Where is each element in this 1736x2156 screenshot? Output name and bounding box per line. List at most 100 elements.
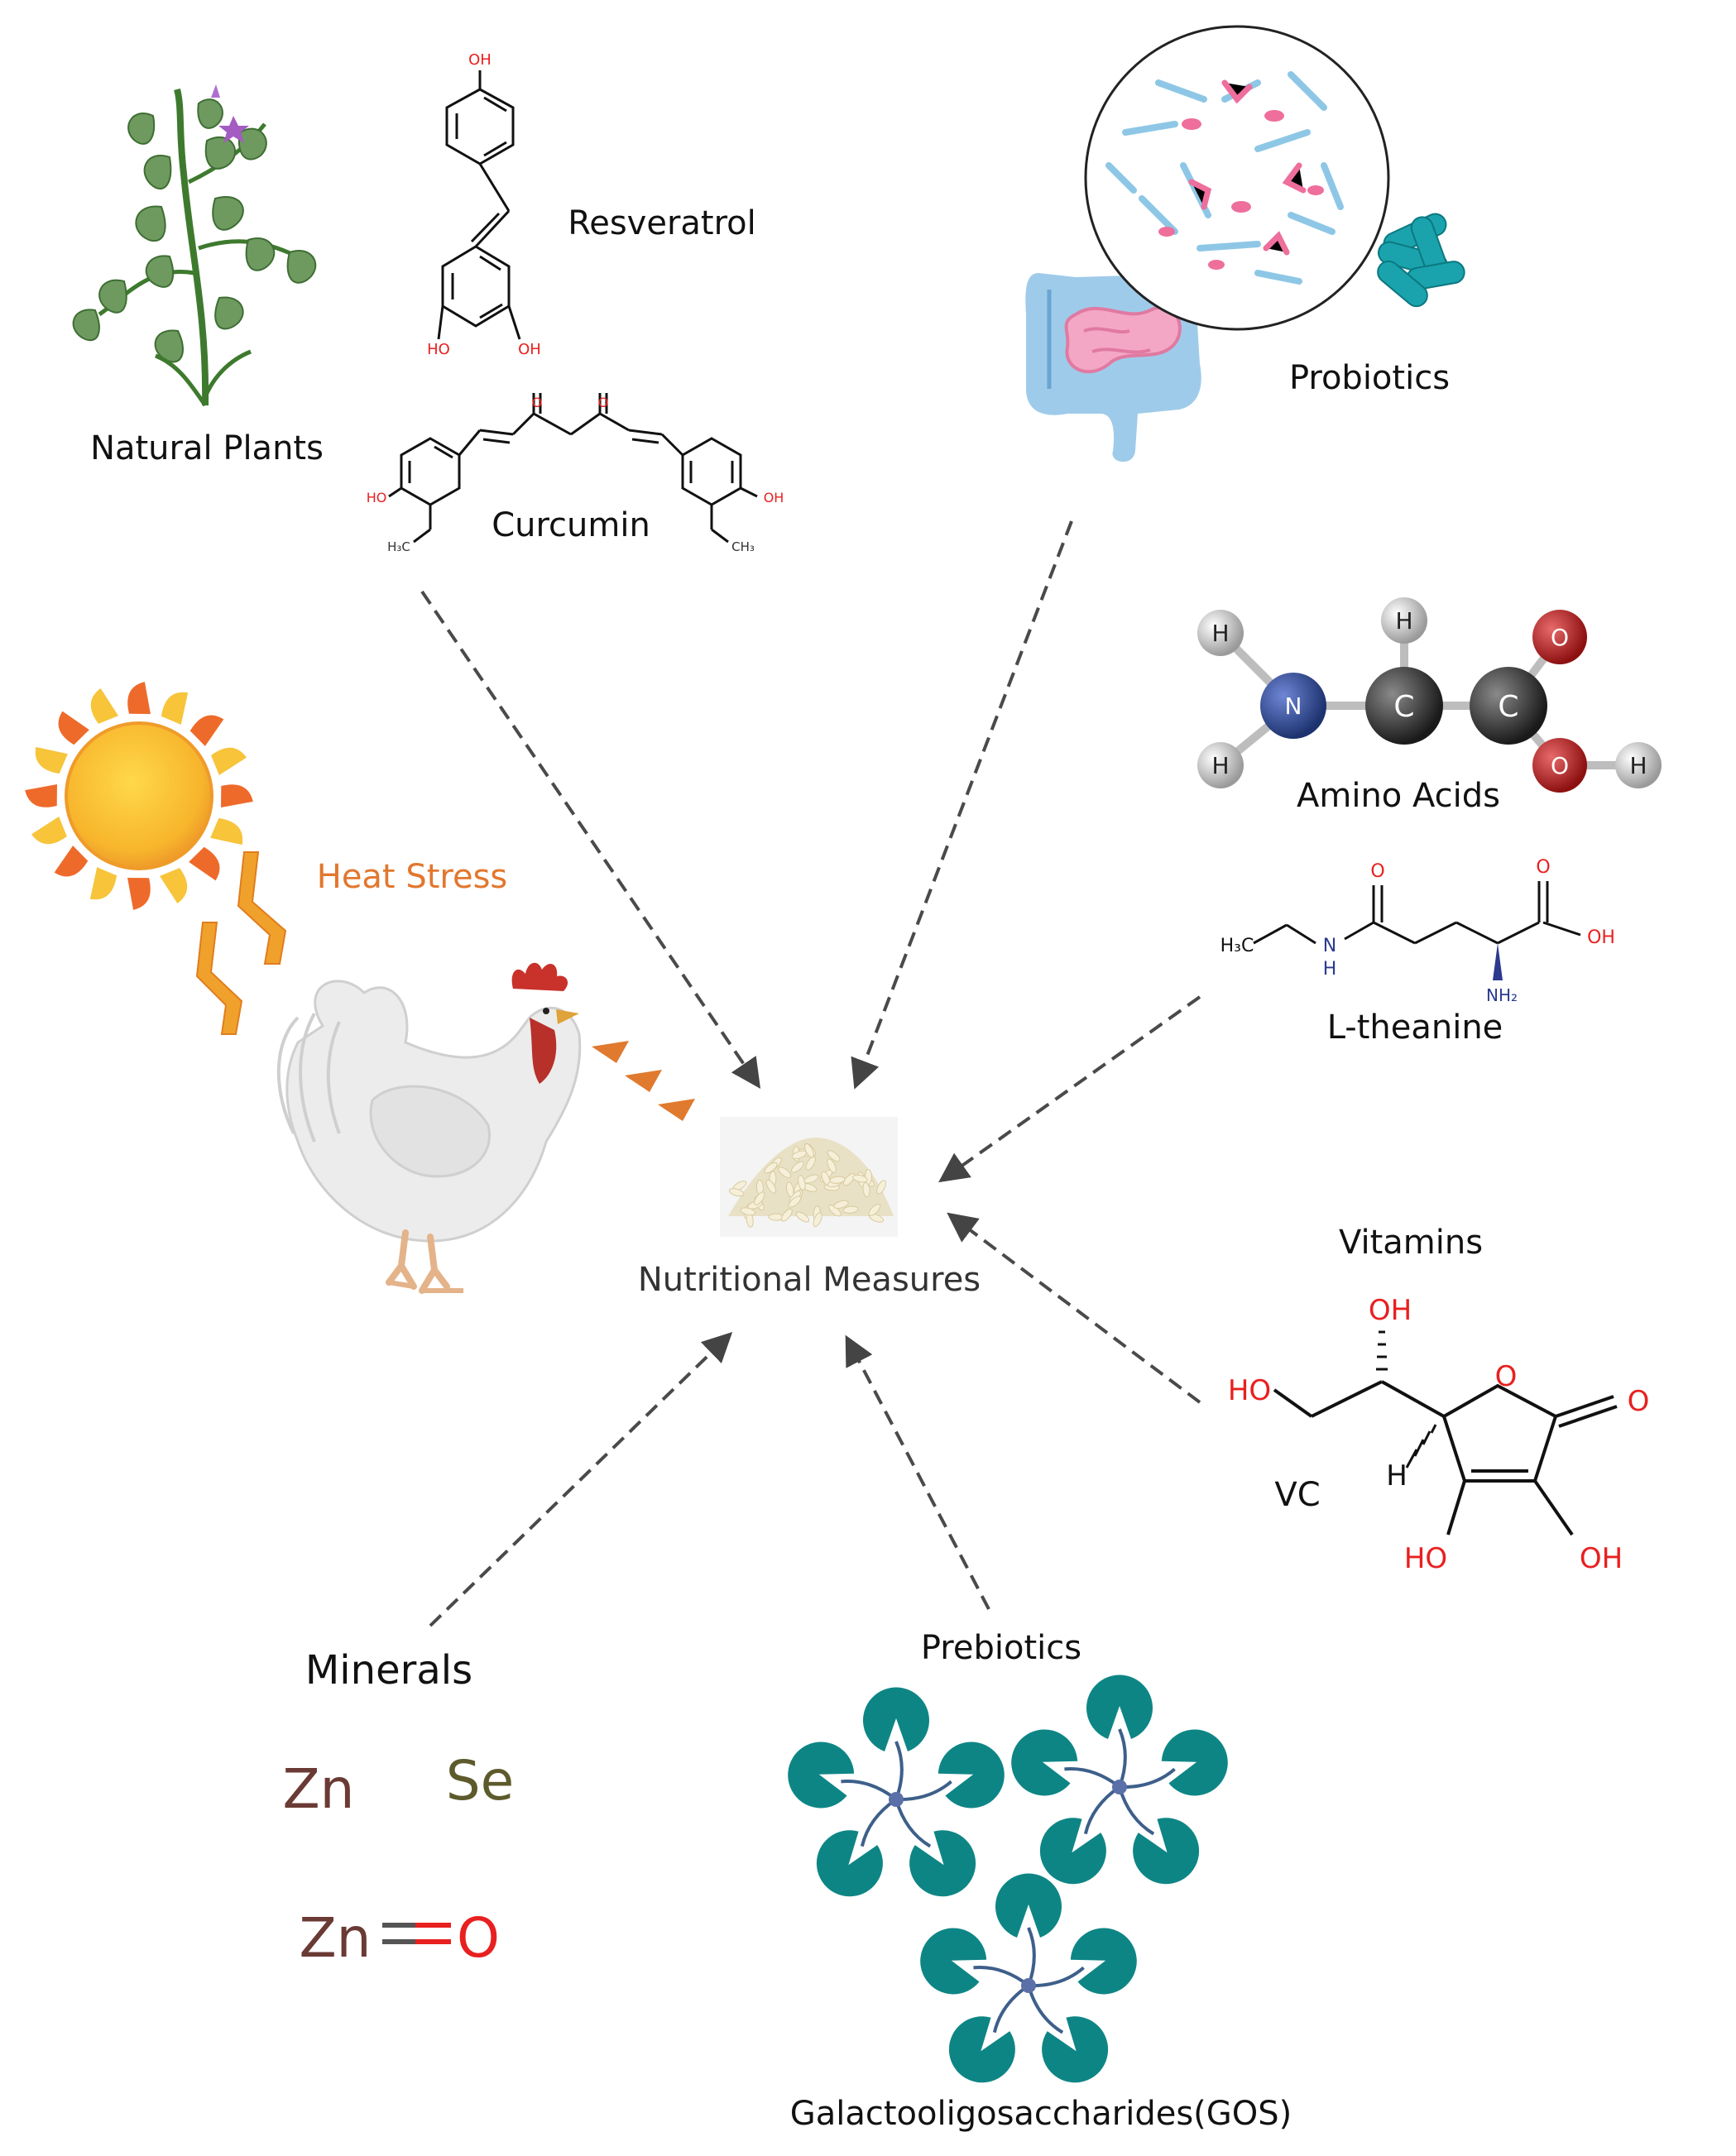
gos-molecules-icon <box>788 1674 1228 2083</box>
rice-grain <box>833 1200 849 1209</box>
vitamin-c-ring-o: O <box>1495 1360 1518 1393</box>
rice-grain <box>764 1162 778 1174</box>
gos-molecule <box>788 1687 1005 1897</box>
curcumin-o-left: O <box>532 395 543 410</box>
natural-plants-label: Natural Plants <box>90 429 324 467</box>
l-theanine-o-2: O <box>1536 857 1550 878</box>
glycine-h-3: H <box>1395 607 1412 635</box>
l-theanine-wedge <box>1493 943 1503 980</box>
glycine-c-2: C <box>1498 690 1518 724</box>
vitamin-c-oh-top: OH <box>1369 1294 1412 1327</box>
curcumin-ch3: CH₃ <box>731 539 755 554</box>
arrow-minerals <box>429 1331 733 1627</box>
l-theanine-label: L-theanine <box>1327 1009 1503 1047</box>
vitamin-c-ho-left: HO <box>1228 1374 1271 1407</box>
rice-grain <box>827 1158 837 1173</box>
arrow-natural-plants <box>420 590 761 1089</box>
resveratrol-ho-left: HO <box>427 341 450 358</box>
curcumin-ho: HO <box>367 490 387 505</box>
zinc-oxide-zn: Zn <box>299 1906 371 1970</box>
l-theanine-nh: H <box>1323 959 1337 980</box>
rice-grain <box>795 1211 810 1223</box>
heat-stress-label: Heat Stress <box>317 858 508 896</box>
l-theanine-o-1: O <box>1370 861 1384 882</box>
sun-ray <box>221 784 253 807</box>
gos-unit <box>1086 1674 1153 1739</box>
sun-ray <box>35 746 68 774</box>
sun-ray <box>25 784 57 807</box>
zinc-symbol: Zn <box>282 1757 354 1821</box>
vitamin-c-keto-o: O <box>1628 1385 1650 1418</box>
sun-ray <box>189 846 220 881</box>
selenium-symbol: Se <box>446 1749 515 1813</box>
gos-label: Galactooligosaccharides(GOS) <box>790 2095 1292 2133</box>
gos-unit <box>1161 1729 1228 1796</box>
rice-grain <box>827 1150 841 1162</box>
heat-chevron-arrows <box>592 1041 695 1121</box>
rice-grain <box>805 1156 816 1171</box>
rice-grain <box>728 1188 745 1197</box>
arrow-amino-acids <box>938 995 1201 1183</box>
curcumin-oh: OH <box>764 490 784 505</box>
gos-unit <box>995 1873 1062 1938</box>
minerals-label: Minerals <box>305 1647 472 1694</box>
l-theanine-n: N <box>1323 936 1336 956</box>
arrows <box>420 520 1201 1627</box>
curcumin-label: Curcumin <box>492 506 650 544</box>
gos-molecule <box>1011 1674 1228 1885</box>
gos-unit <box>948 2016 1015 2083</box>
sun-ray <box>31 817 67 845</box>
rice-grain <box>829 1176 846 1184</box>
rice-grain <box>791 1161 804 1173</box>
vitamin-c-structure <box>1273 1380 1618 1536</box>
probiotics-label: Probiotics <box>1289 359 1450 397</box>
vitamin-c-oh-bottom: OH <box>1580 1542 1623 1575</box>
sun-ray <box>54 846 89 877</box>
glycine-model <box>1197 597 1662 793</box>
resveratrol-oh-right: OH <box>518 341 541 358</box>
intestine-icon <box>1025 273 1201 462</box>
rice-grain <box>765 1179 777 1194</box>
gos-molecule <box>920 1873 1137 2083</box>
nutritional-measures-label: Nutritional Measures <box>638 1261 981 1299</box>
prebiotics-label: Prebiotics <box>921 1629 1081 1667</box>
gos-unit <box>863 1687 929 1751</box>
sun-ray <box>90 688 118 724</box>
rice-grain <box>740 1207 756 1216</box>
rice-grain <box>778 1167 792 1179</box>
glycine-h-4: H <box>1629 752 1647 779</box>
gos-unit <box>816 1830 883 1897</box>
gos-unit <box>909 1830 976 1897</box>
sun-icon <box>25 682 253 910</box>
sun-ray <box>161 692 189 725</box>
glycine-h-1: H <box>1211 620 1229 647</box>
rice-grain <box>803 1174 819 1184</box>
zinc-oxide-o: O <box>457 1906 500 1970</box>
flower-icon <box>218 116 249 143</box>
l-theanine-nh2: NH₂ <box>1486 985 1518 1005</box>
resveratrol-label: Resveratrol <box>568 204 756 242</box>
sun-ray <box>89 867 117 900</box>
rice-grain <box>868 1203 881 1216</box>
rice-grain <box>842 1205 859 1214</box>
glycine-o-2: O <box>1551 752 1569 779</box>
sun-ray <box>58 711 89 745</box>
gos-unit <box>1039 1818 1106 1885</box>
amino-acids-label: Amino Acids <box>1297 777 1500 815</box>
gos-unit <box>1133 1818 1200 1885</box>
arrow-vitamins <box>947 1212 1201 1404</box>
sun-ray <box>127 878 151 910</box>
zinc-oxide-double-bond <box>382 1923 451 1944</box>
gos-unit <box>938 1742 1005 1809</box>
vc-label: VC <box>1274 1476 1320 1514</box>
glycine-o-1: O <box>1551 624 1569 651</box>
chicken-icon <box>276 962 582 1294</box>
gos-unit <box>1042 2016 1109 2083</box>
sun-ray <box>211 747 247 775</box>
rice-grain <box>842 1172 856 1186</box>
curcumin-h3c: H₃C <box>387 539 410 554</box>
resveratrol-structure <box>437 70 521 340</box>
resveratrol-oh-top: OH <box>468 51 492 69</box>
heat-lightning-icon <box>195 851 287 1035</box>
